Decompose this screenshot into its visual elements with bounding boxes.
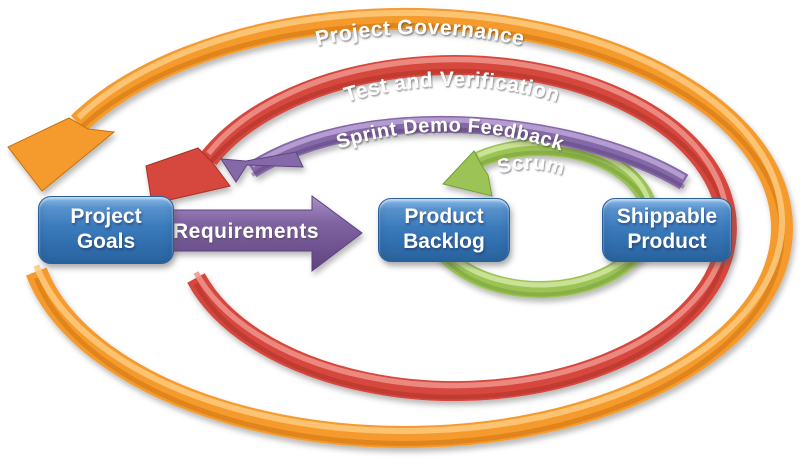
svg-text:Scrum: Scrum — [495, 152, 567, 180]
requirements-label: Requirements — [173, 220, 319, 243]
node-product-backlog-label: Product Backlog — [403, 205, 485, 253]
sprint-demo-feedback-arrowhead — [220, 151, 304, 183]
scrum-arrowhead — [442, 150, 493, 197]
node-shippable-product: Shippable Product — [602, 198, 732, 262]
test-and-verification-arrowhead — [145, 147, 231, 205]
node-product-backlog: Product Backlog — [378, 198, 510, 262]
node-project-goals-label: Project Goals — [70, 205, 142, 253]
node-project-goals: Project Goals — [38, 196, 174, 264]
loop-sprint-demo-feedback — [220, 120, 684, 187]
loop-test-and-verification — [145, 60, 727, 397]
requirements-connector: Requirements — [169, 195, 363, 273]
label-scrum: Scrum — [495, 152, 567, 180]
requirements-arrow — [169, 195, 363, 273]
node-shippable-product-label: Shippable Product — [616, 205, 718, 253]
loop-scrum — [430, 143, 650, 295]
project-governance-arrowhead — [7, 117, 116, 192]
loop-project-governance — [7, 13, 782, 444]
